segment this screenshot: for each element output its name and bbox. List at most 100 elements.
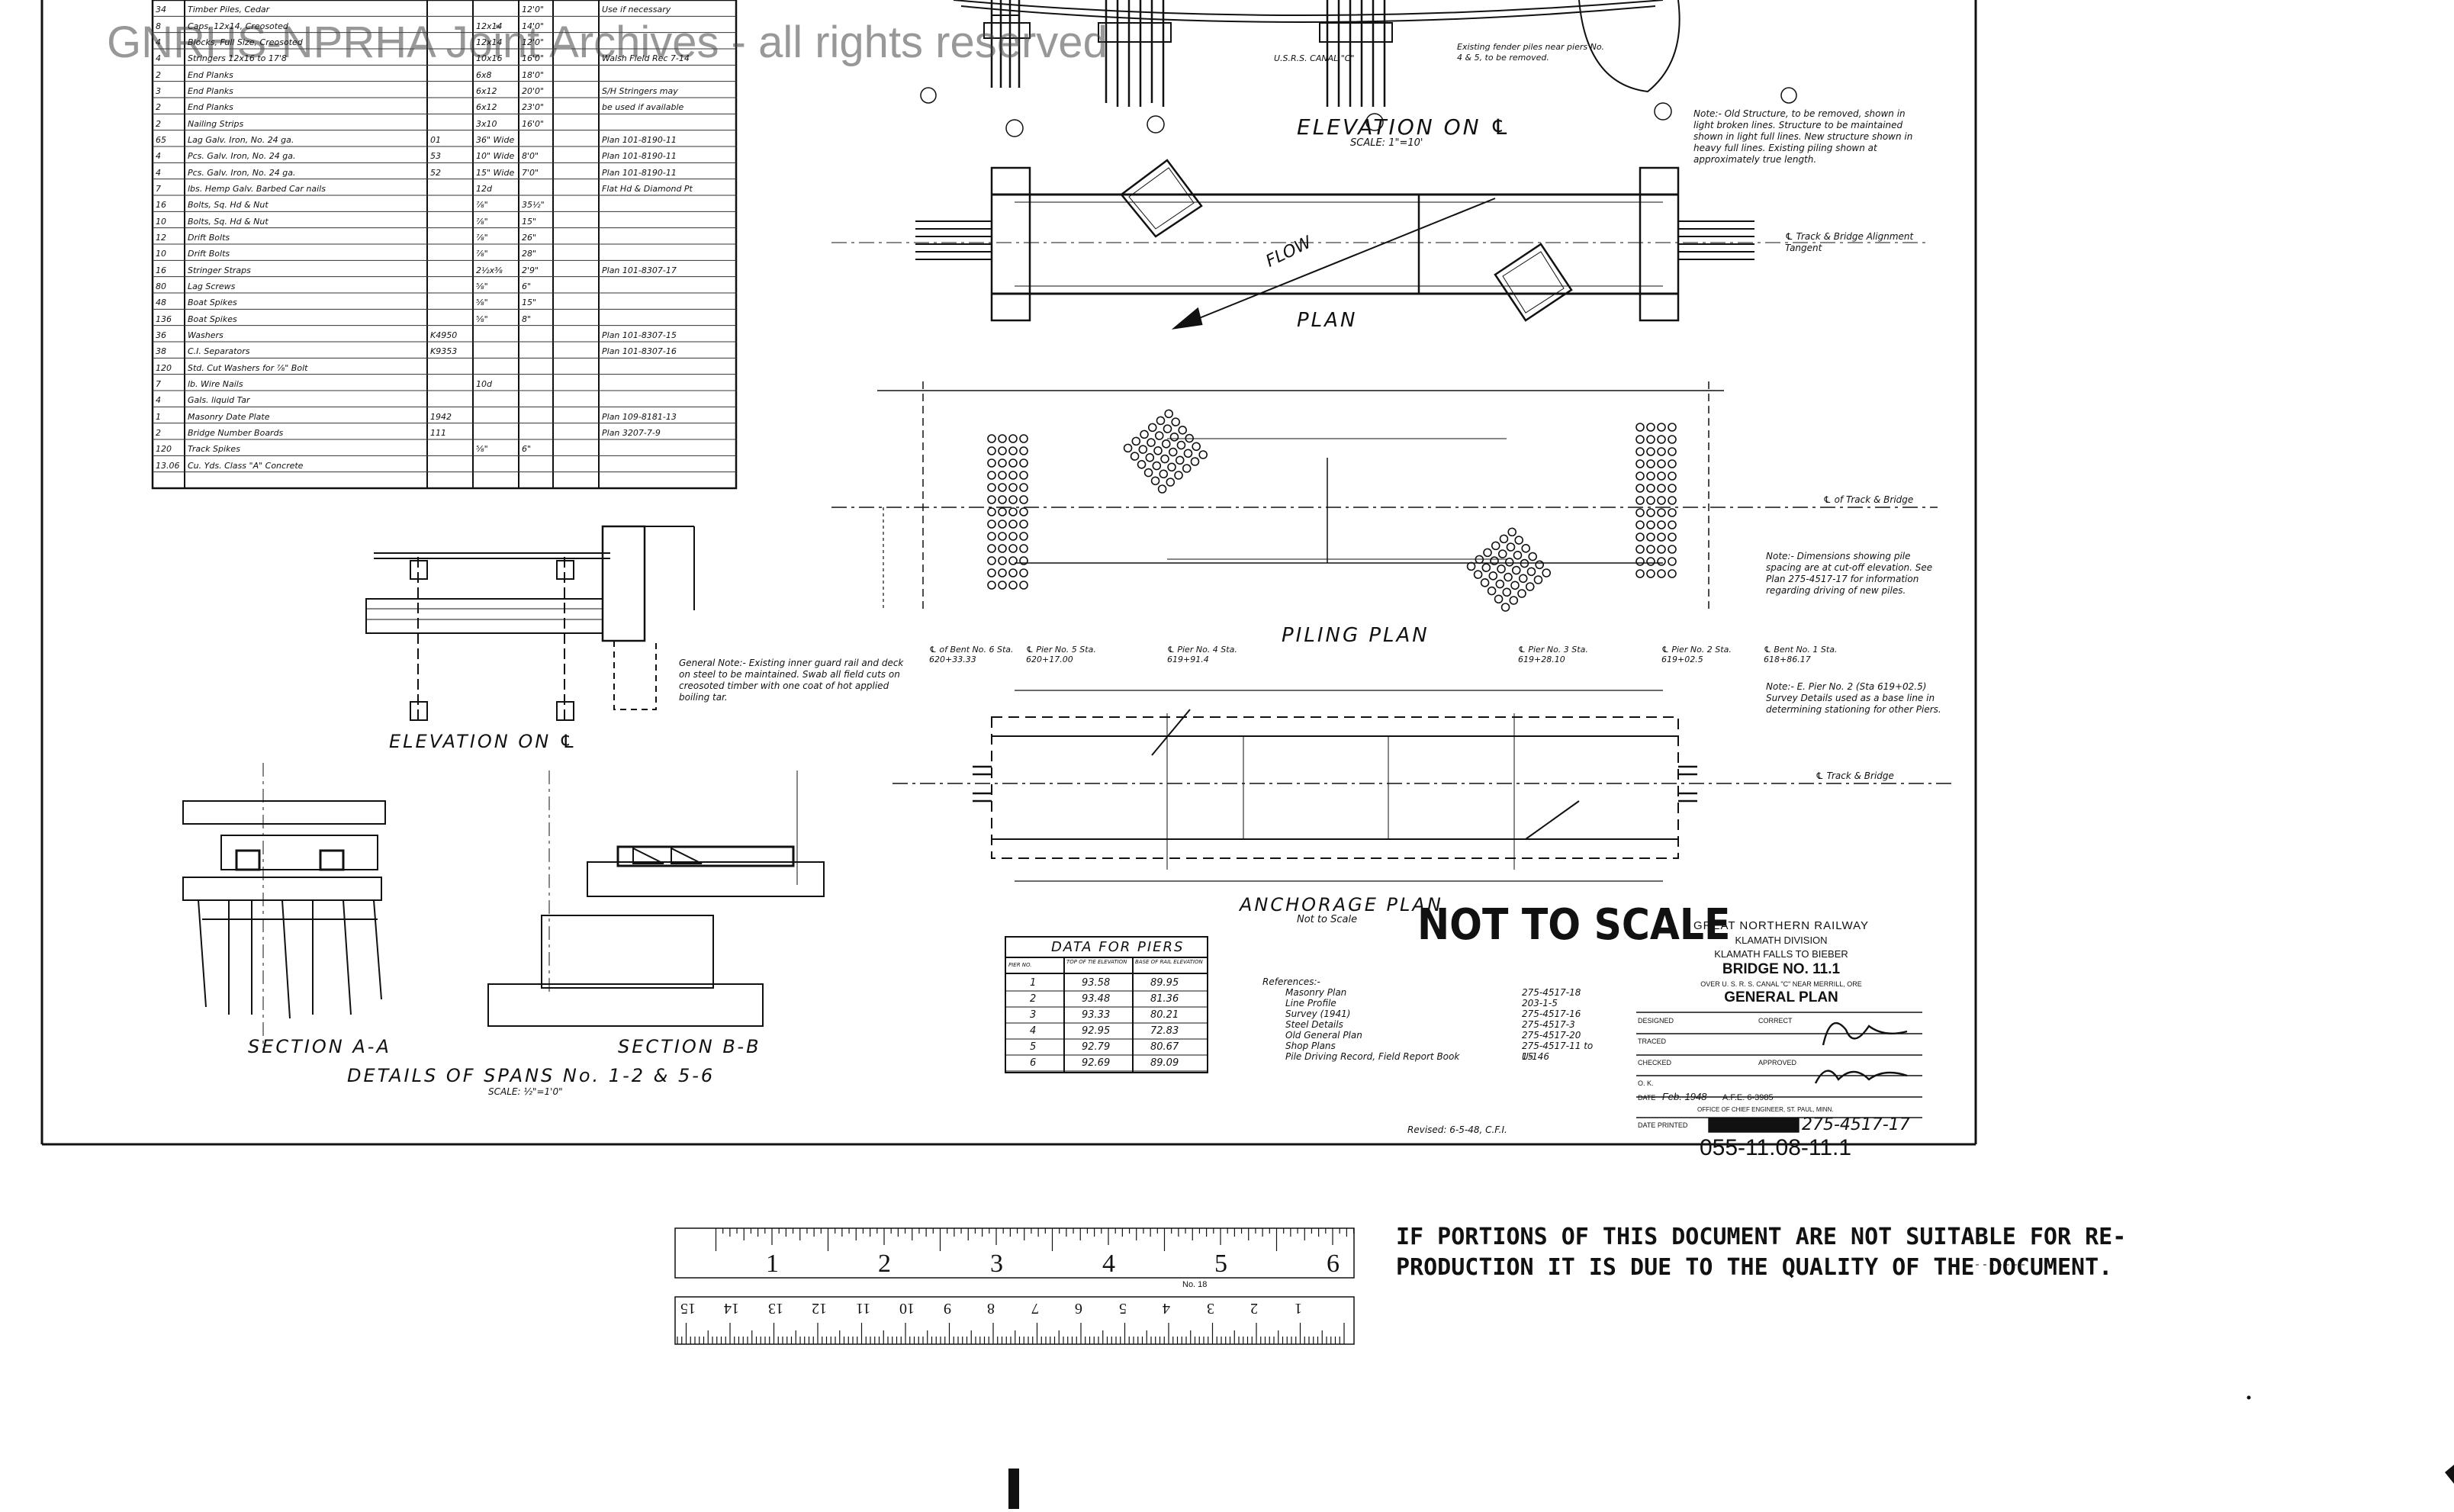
tb-designed: DESIGNED xyxy=(1638,1017,1674,1025)
pile-mark xyxy=(987,458,996,468)
materials-cell: Plan 3207-7-9 xyxy=(602,428,661,439)
materials-cell: 136 xyxy=(156,314,172,324)
piers-header-tie: TOP OF TIE ELEVATION xyxy=(1066,959,1127,965)
materials-cell: Nailing Strips xyxy=(188,118,244,129)
piers-cell: 4 xyxy=(1030,1025,1037,1037)
pile-mark xyxy=(1490,556,1499,565)
ruler-cm-label: 15 xyxy=(680,1300,696,1317)
pile-mark xyxy=(1646,447,1655,456)
disclaimer-line-2: PRODUCTION IT IS DUE TO THE QUALITY OF T… xyxy=(1396,1254,2113,1281)
piers-header-rail: BASE OF RAIL ELEVATION xyxy=(1135,959,1203,965)
materials-cell: 13.06 xyxy=(156,460,180,471)
pile-mark xyxy=(1500,603,1510,612)
materials-cell: 15" Wide xyxy=(476,167,515,178)
pile-mark xyxy=(1019,581,1028,590)
pile-mark xyxy=(987,471,996,480)
materials-cell: 14'0" xyxy=(522,21,545,31)
pile-mark xyxy=(1166,478,1176,487)
materials-cell: K9353 xyxy=(430,346,458,357)
pile-mark xyxy=(1635,520,1645,529)
reproduction-disclaimer: IF PORTIONS OF THIS DOCUMENT ARE NOT SUI… xyxy=(1396,1222,2126,1283)
ruler-inch-label: 2 xyxy=(878,1250,891,1278)
materials-cell: Stringer Straps xyxy=(188,265,251,275)
materials-cell: Pcs. Galv. Iron, No. 24 ga. xyxy=(188,151,296,162)
pile-mark xyxy=(1152,461,1162,471)
materials-cell: 34 xyxy=(156,5,166,15)
materials-cell: 4 xyxy=(156,53,161,64)
ruler-cm-label: 9 xyxy=(943,1300,951,1317)
pile-mark xyxy=(1008,568,1018,577)
materials-cell: Use if necessary xyxy=(602,5,671,15)
pile-mark xyxy=(1183,449,1193,458)
materials-cell: ⅝" xyxy=(476,298,488,308)
revised-note: Revised: 6-5-48, C.F.I. xyxy=(1407,1124,1507,1135)
pile-mark xyxy=(1019,446,1028,455)
pile-mark xyxy=(1019,495,1028,504)
materials-cell: Washers xyxy=(188,330,224,341)
pile-mark xyxy=(1646,508,1655,517)
pile-mark xyxy=(1008,458,1018,468)
reference-name: Survey (1941) xyxy=(1285,1009,1351,1019)
pile-mark xyxy=(987,434,996,443)
ruler-inch-label: 1 xyxy=(766,1250,779,1278)
bent-label: ℄ Pier No. 5 Sta. 620+17.00 xyxy=(1026,645,1096,664)
piers-cell: 6 xyxy=(1030,1057,1037,1069)
pile-mark xyxy=(1483,548,1492,558)
pile-mark xyxy=(1169,433,1179,442)
materials-cell: 2 xyxy=(156,118,161,129)
materials-cell: Walsh Field Rec 7-14 xyxy=(602,53,690,64)
pile-mark xyxy=(1521,544,1531,553)
materials-cell: Lag Screws xyxy=(188,281,236,292)
note-general: General Note:- Existing inner guard rail… xyxy=(679,658,904,703)
pile-mark xyxy=(1514,536,1524,545)
pile-mark xyxy=(1143,468,1153,478)
materials-cell: 6x8 xyxy=(476,69,492,80)
pile-mark xyxy=(1520,558,1529,568)
pile-mark xyxy=(998,446,1007,455)
reference-plan: 203-1-5 xyxy=(1522,998,1558,1009)
pile-mark xyxy=(1494,594,1504,604)
pile-mark xyxy=(1487,586,1497,596)
reference-item: Survey (1941)275-4517-16 xyxy=(1262,1009,1606,1019)
reference-plan: 275-4517-3 xyxy=(1522,1019,1575,1030)
pile-mark xyxy=(998,458,1007,468)
materials-cell: 6x12 xyxy=(476,102,497,113)
pile-mark xyxy=(1635,435,1645,444)
pile-mark xyxy=(1668,471,1677,481)
materials-cell: 15" xyxy=(522,298,537,308)
pile-mark xyxy=(1171,417,1181,426)
pile-mark xyxy=(1154,431,1164,440)
materials-cell: 10 xyxy=(156,216,166,227)
materials-cell: 52 xyxy=(430,167,441,178)
note-track-bridge: ℄ Track & Bridge Alignment Tangent xyxy=(1785,231,1914,253)
materials-cell: Timber Piles, Cedar xyxy=(188,5,270,15)
ruler-inch-label: 4 xyxy=(1102,1250,1115,1278)
piers-cell: 93.58 xyxy=(1082,977,1111,989)
pile-mark xyxy=(1635,569,1645,578)
materials-cell: 28" xyxy=(522,249,537,259)
pile-mark xyxy=(1509,596,1519,605)
pile-mark xyxy=(1156,416,1166,426)
materials-cell: 20'0" xyxy=(522,86,545,97)
piers-cell: 3 xyxy=(1030,1009,1037,1021)
materials-cell: 12d xyxy=(476,184,492,195)
materials-cell: 6" xyxy=(522,444,532,455)
title-division: KLAMATH DIVISION xyxy=(1735,935,1828,946)
pile-mark xyxy=(1504,558,1514,567)
materials-cell: 8'0" xyxy=(522,151,539,162)
pile-mark xyxy=(1174,471,1183,480)
ruler-cm-label: 4 xyxy=(1163,1300,1170,1317)
materials-cell: ⅞" xyxy=(476,233,488,243)
pile-mark xyxy=(1657,557,1666,566)
pile-mark xyxy=(1668,569,1677,578)
materials-cell: 4 xyxy=(156,37,161,48)
materials-cell: 12'0" xyxy=(522,5,545,15)
piers-cell: 92.79 xyxy=(1082,1041,1111,1053)
materials-cell: 2½x⅜ xyxy=(476,265,503,275)
